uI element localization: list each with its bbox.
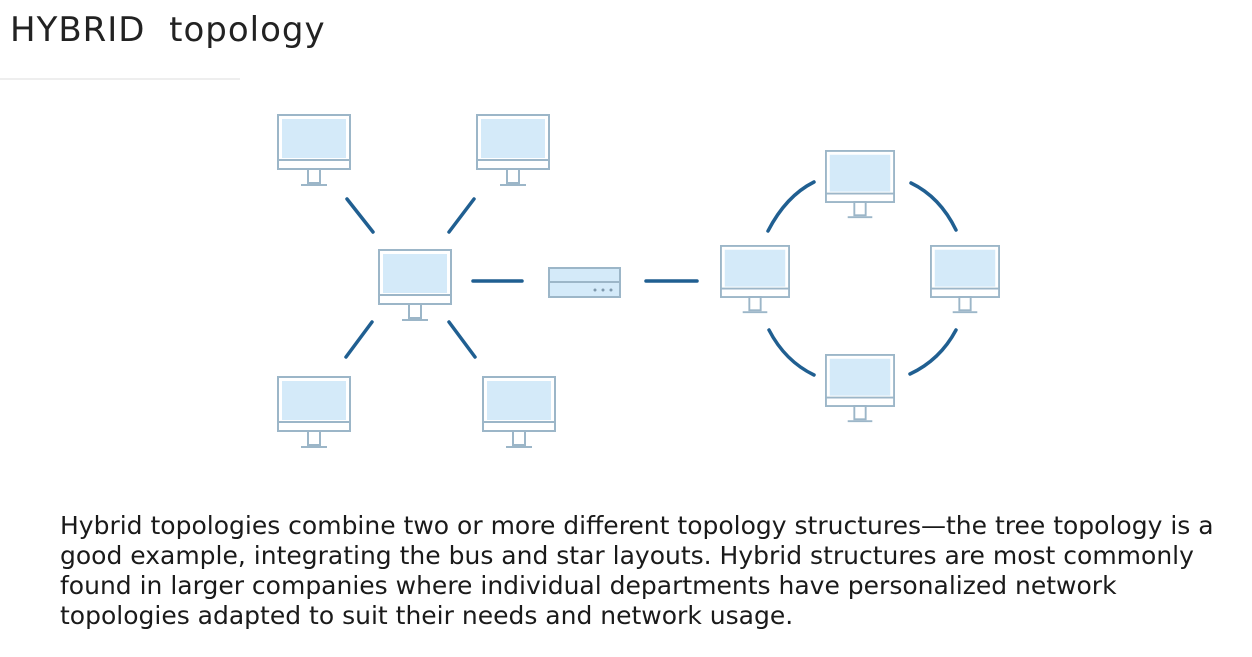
network-switch-icon — [548, 267, 621, 298]
ring-arc-top-right — [909, 181, 958, 232]
monitor-icon — [825, 150, 895, 219]
hybrid-topology-diagram — [277, 114, 1000, 448]
ring-arc-bottom-right — [908, 328, 958, 376]
link-star-top-left — [345, 197, 375, 234]
monitor-icon — [720, 245, 790, 314]
star-links — [344, 197, 699, 359]
monitor-icon — [482, 376, 556, 448]
monitor-icon — [476, 114, 550, 186]
monitor-icon — [825, 354, 895, 423]
monitor-icon — [930, 245, 1000, 314]
ring-arc-bottom-left — [767, 328, 816, 377]
link-star-bottom-right — [447, 320, 477, 359]
ring-links — [766, 180, 958, 377]
link-star-bottom-left — [344, 320, 374, 359]
monitor-icon — [378, 249, 452, 321]
monitor-icon — [277, 376, 351, 448]
ring-arc-top-left — [766, 180, 816, 233]
description-text: Hybrid topologies combine two or more di… — [60, 511, 1214, 630]
page-title: HYBRID topology — [10, 10, 326, 50]
title-divider — [0, 78, 240, 80]
monitor-icon — [277, 114, 351, 186]
link-star-top-right — [447, 197, 476, 234]
